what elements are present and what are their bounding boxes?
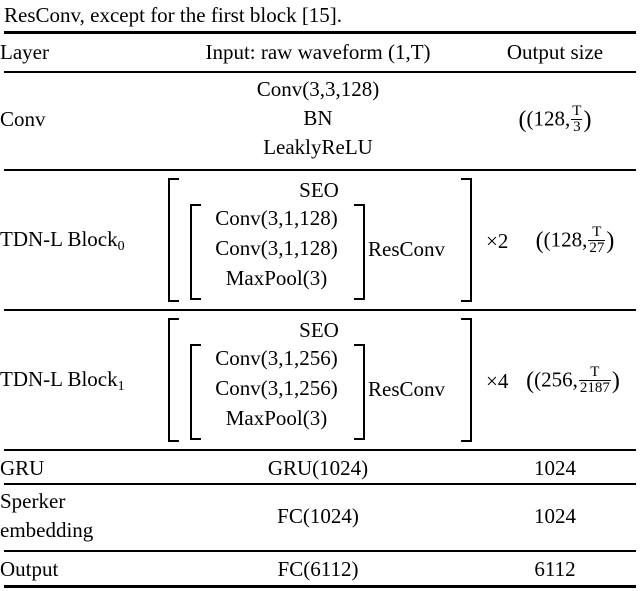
outer-bracket-right-icon xyxy=(461,318,472,442)
output-channels: (256, xyxy=(534,367,578,392)
fraction-denominator: 2187 xyxy=(579,380,610,397)
row-output-speaker-embedding: 1024 xyxy=(534,504,576,528)
fraction-denominator: 27 xyxy=(589,240,605,257)
output-open-paren: ( xyxy=(518,106,527,133)
rule-after-speaker-embedding xyxy=(4,550,636,552)
block1-inner-line2: Conv(3,1,256) xyxy=(215,376,338,400)
output-open-paren: ( xyxy=(535,227,544,254)
block0-inner-line2: Conv(3,1,128) xyxy=(215,236,338,260)
block1-resconv-label: ResConv xyxy=(368,377,446,401)
row-label-tdn-block1-text: TDN-L Block xyxy=(0,367,118,391)
inner-bracket-left-icon xyxy=(190,204,201,300)
block0-resconv-label: ResConv xyxy=(368,237,446,261)
outer-bracket-left-icon xyxy=(168,318,179,442)
fraction-numerator: T xyxy=(571,103,583,121)
table-row-speaker-embedding: Sperker embedding FC(1024) 1024 xyxy=(0,488,632,548)
block1-repeat-count: ×4 xyxy=(486,369,509,393)
block0-repeat-count: ×2 xyxy=(486,229,509,253)
rule-after-block0 xyxy=(4,309,636,311)
table-row-output: Output FC(6112) 6112 xyxy=(0,556,632,584)
output-close-paren: ) xyxy=(611,367,620,394)
fraction-numerator: T xyxy=(578,364,611,382)
fraction-denominator: 3 xyxy=(573,119,581,136)
row-label-speaker-embedding-line2: embedding xyxy=(0,518,94,542)
inner-bracket-left-icon xyxy=(190,344,201,440)
header-output: Output size xyxy=(506,40,604,64)
table-header-row: Layer Input: raw waveform (1,T) Output s… xyxy=(0,39,632,69)
block0-matrix: SEO Conv(3,1,128) Conv(3,1,128) MaxPool(… xyxy=(168,176,478,304)
table-top-rule xyxy=(4,31,636,34)
row-label-speaker-embedding-line1: Sperker xyxy=(0,489,66,513)
header-input: Input: raw waveform (1,T) xyxy=(205,40,431,64)
table-header-rule xyxy=(4,71,636,73)
outer-bracket-right-icon xyxy=(461,178,472,302)
row-label-tdn-block0: TDN-L Block0 xyxy=(0,226,178,256)
row-label-tdn-block0-text: TDN-L Block xyxy=(0,227,118,251)
table-row-gru: GRU GRU(1024) 1024 xyxy=(0,455,632,483)
block1-matrix: SEO Conv(3,1,256) Conv(3,1,256) MaxPool(… xyxy=(168,316,478,444)
row-label-output: Output xyxy=(0,557,59,581)
row-input-conv-line3: LeaklyReLU xyxy=(263,135,373,159)
table-row-conv: Conv Conv(3,3,128) BN LeaklyReLU ((128,T… xyxy=(0,76,632,168)
output-open-paren: ( xyxy=(526,367,535,394)
row-label-tdn-block1-subscript: 1 xyxy=(117,379,125,394)
row-output-output: 6112 xyxy=(534,557,576,581)
row-input-conv-line2: BN xyxy=(303,106,333,130)
outer-bracket-left-icon xyxy=(168,178,179,302)
row-label-tdn-block1: TDN-L Block1 xyxy=(0,366,178,396)
block0-inner-line3: MaxPool(3) xyxy=(225,266,328,290)
rule-after-block1 xyxy=(4,449,636,451)
table-row-tdn-block1: TDN-L Block1 SEO Conv(3,1,256) Conv(3,1,… xyxy=(0,316,632,444)
row-input-conv-line1: Conv(3,3,128) xyxy=(256,77,380,101)
rule-after-gru xyxy=(4,483,636,485)
block0-seo: SEO xyxy=(299,178,339,202)
block1-inner-line3: MaxPool(3) xyxy=(225,406,328,430)
table-bottom-rule xyxy=(4,585,636,588)
table-row-tdn-block0: TDN-L Block0 SEO Conv(3,1,128) Conv(3,1,… xyxy=(0,176,632,304)
caption-continuation: ResConv, except for the first block [15]… xyxy=(4,3,343,27)
row-label-tdn-block0-subscript: 0 xyxy=(117,239,125,254)
row-label-conv: Conv xyxy=(0,107,46,131)
rule-after-conv xyxy=(4,169,636,171)
output-close-paren: ) xyxy=(583,106,592,133)
block1-seo: SEO xyxy=(299,318,339,342)
block1-inner-line1: Conv(3,1,256) xyxy=(215,346,338,370)
header-layer: Layer xyxy=(0,40,49,64)
inner-bracket-right-icon xyxy=(354,344,365,440)
row-label-gru: GRU xyxy=(0,456,45,480)
inner-bracket-right-icon xyxy=(354,204,365,300)
fraction-numerator: T xyxy=(588,224,606,242)
output-channels: (128, xyxy=(543,227,588,252)
row-output-gru: 1024 xyxy=(534,456,576,480)
block0-inner-line1: Conv(3,1,128) xyxy=(215,206,338,230)
output-channels: (128, xyxy=(526,106,571,131)
row-input-output: FC(6112) xyxy=(277,557,359,581)
row-input-speaker-embedding: FC(1024) xyxy=(277,504,359,528)
row-input-gru: GRU(1024) xyxy=(267,456,369,480)
output-close-paren: ) xyxy=(606,227,615,254)
